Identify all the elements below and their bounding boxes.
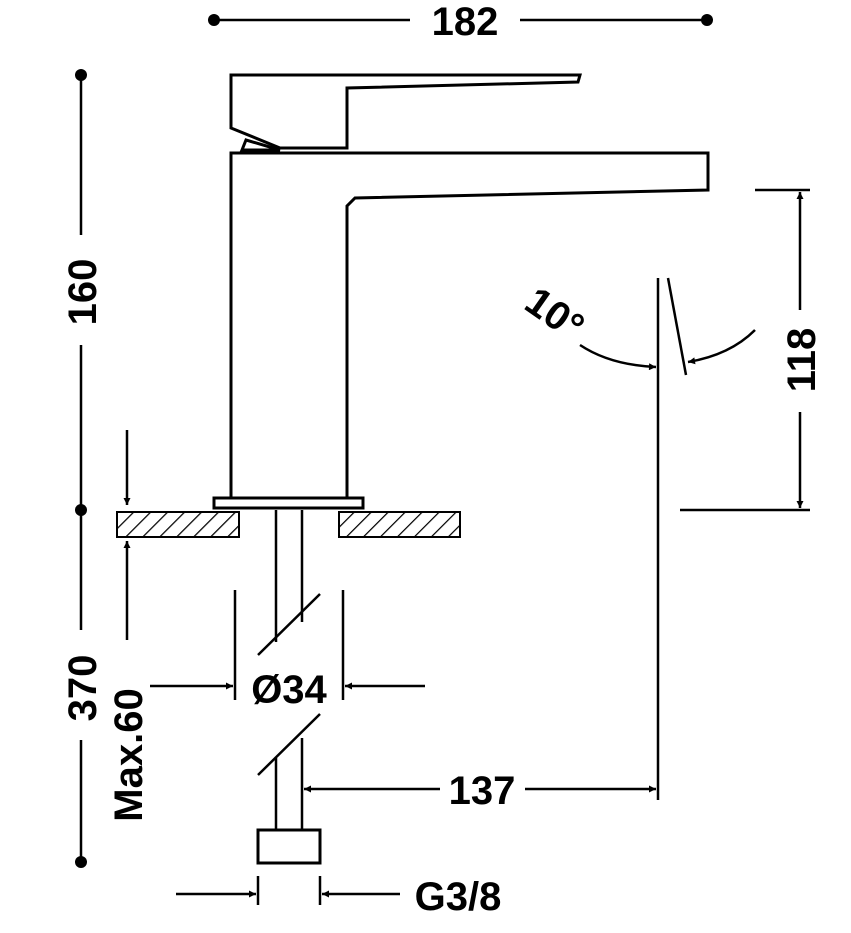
max-thickness-dimension: Max.60 [107,430,151,822]
body-height-label: 160 [61,259,105,326]
width-label: 182 [432,0,499,44]
max-thickness-label: Max.60 [107,688,151,821]
width-dimension: 182 [208,0,713,44]
diameter-dimension: Ø34 [150,590,425,712]
spout-height-dimension: 118 [680,188,824,512]
total-height-dimension: 370 [61,510,105,868]
reach-label: 137 [449,769,516,813]
thread-label: G3/8 [415,875,502,919]
countertop [116,511,461,538]
body-height-dimension: 160 [61,69,105,516]
supply-hose [256,510,322,865]
faucet-body [212,151,710,510]
angle-dimension: 10° [517,277,756,376]
thread-dimension: G3/8 [176,875,501,919]
angle-label: 10° [517,279,592,350]
reach-dimension: 137 [304,278,660,813]
total-height-label: 370 [61,655,105,722]
diameter-label: Ø34 [251,668,327,712]
faucet-handle [229,73,582,152]
spout-height-label: 118 [780,328,824,393]
